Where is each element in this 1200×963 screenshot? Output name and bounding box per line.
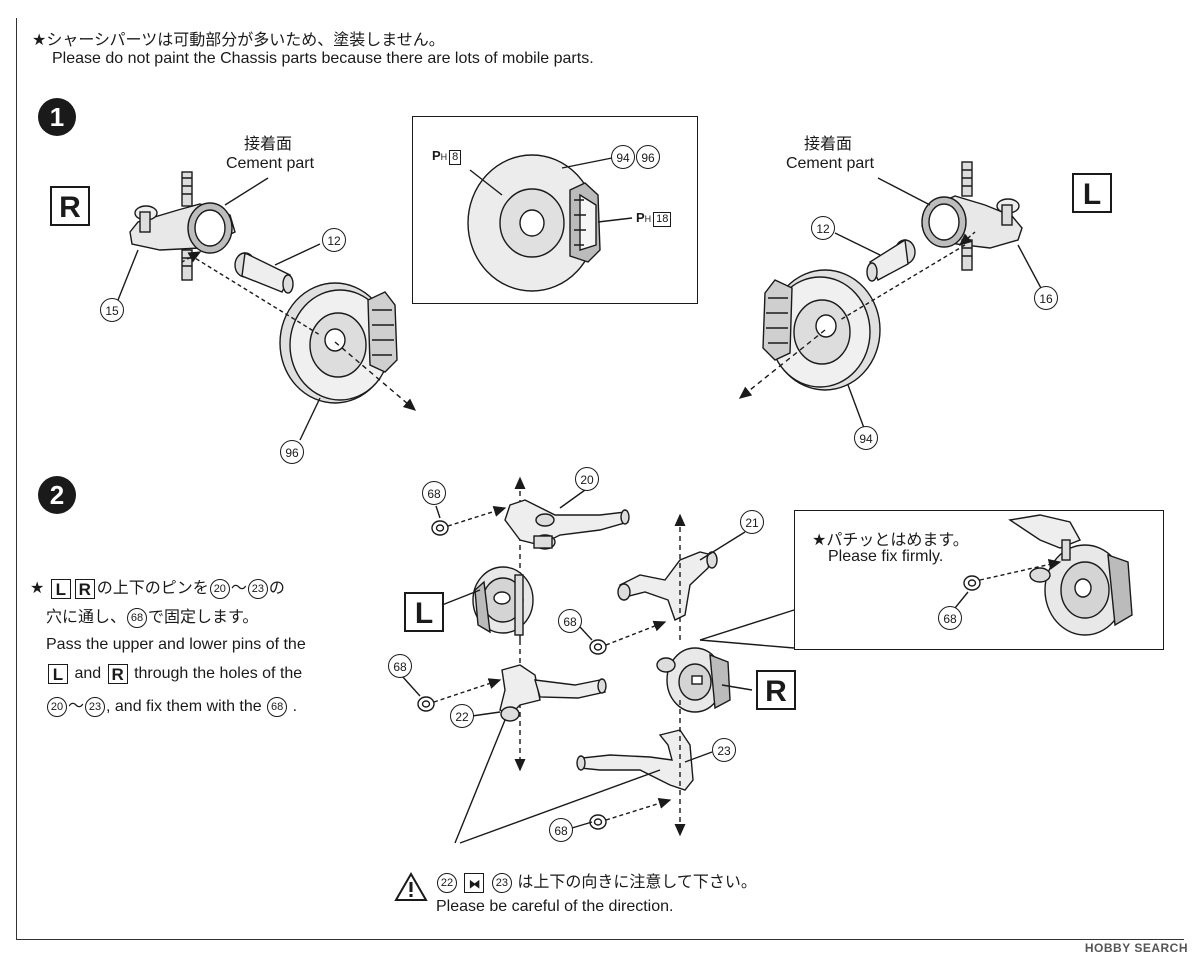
inline-r-box: R	[74, 578, 95, 599]
paint-note-en: Please do not paint the Chassis parts be…	[52, 50, 594, 67]
inset-part-94-label: 94	[611, 145, 635, 169]
brake-inset-box	[412, 116, 698, 304]
instruction-en-line1: Pass the upper and lower pins of the	[46, 636, 306, 653]
cement-label-en-right: Cement part	[785, 155, 875, 172]
side-l-box: L	[1072, 173, 1112, 213]
warning-jp: 22 ⧓ 23 は上下の向きに注意して下さい。	[436, 868, 757, 893]
cement-label-jp-left: 接着面	[243, 136, 293, 153]
pin-part-12-right	[866, 238, 916, 282]
inset2-part-68-label: 68	[938, 606, 962, 630]
inset2-ring-68	[963, 575, 981, 591]
ring-68-b	[589, 639, 607, 655]
pin-part-12-left	[234, 251, 294, 294]
arm-part-20	[504, 499, 630, 550]
part-21-label: 21	[740, 510, 764, 534]
ring-68-c	[417, 696, 435, 712]
inset2-knuckle	[1008, 514, 1133, 636]
part-12-label-left: 12	[322, 228, 346, 252]
brake-disc-part-96	[279, 282, 398, 404]
warning-en: Please be careful of the direction.	[436, 898, 674, 915]
arm-part-22	[499, 664, 607, 722]
knuckle-part-16	[921, 161, 1023, 271]
inset-disc	[467, 154, 633, 292]
fix-firmly-jp: ★パチッとはめます。	[812, 532, 969, 549]
part-12-label-right: 12	[811, 216, 835, 240]
arm-part-21	[617, 551, 718, 621]
ring-68-a	[431, 520, 449, 536]
side-r-box: R	[50, 186, 90, 226]
cement-label-jp-right: 接着面	[803, 136, 853, 153]
step-1-number: 1	[38, 98, 76, 136]
part-96-label: 96	[280, 440, 304, 464]
inset-part-96-label: 96	[636, 145, 660, 169]
brake-disc-part-94	[762, 269, 881, 391]
part-94-label: 94	[854, 426, 878, 450]
step2-side-l-box: L	[404, 592, 444, 632]
part-68-label-a: 68	[422, 481, 446, 505]
part-68-label-b: 68	[558, 609, 582, 633]
part-68-label-d: 68	[549, 818, 573, 842]
arm-part-23	[576, 729, 694, 791]
inline-l-box: L	[50, 578, 71, 599]
swap-icon: ⧓	[464, 872, 485, 893]
instruction-en-line3: 20〜23, and fix them with the 68 .	[46, 692, 297, 717]
part-15-label: 15	[100, 298, 124, 322]
part-68-label-c: 68	[388, 654, 412, 678]
paint-note-jp: ★シャーシパーツは可動部分が多いため、塗装しません。	[32, 32, 445, 49]
step2-knuckle-r	[656, 647, 731, 713]
step-2-number: 2	[38, 476, 76, 514]
knuckle-part-15	[129, 171, 236, 281]
part-20-label: 20	[575, 467, 599, 491]
brand-watermark: HOBBY SEARCH	[1084, 941, 1188, 955]
cement-label-en-left: Cement part	[225, 155, 315, 172]
part-16-label: 16	[1034, 286, 1058, 310]
part-22-label: 22	[450, 704, 474, 728]
step2-knuckle-l	[472, 566, 534, 636]
ring-68-d	[589, 814, 607, 830]
page-frame	[16, 18, 1184, 940]
part-23-label: 23	[712, 738, 736, 762]
warning-icon	[394, 871, 428, 907]
fix-firmly-en: Please fix firmly.	[828, 548, 944, 565]
step2-side-r-box: R	[756, 670, 796, 710]
instruction-en-line2: L and R through the holes of the	[46, 664, 302, 684]
